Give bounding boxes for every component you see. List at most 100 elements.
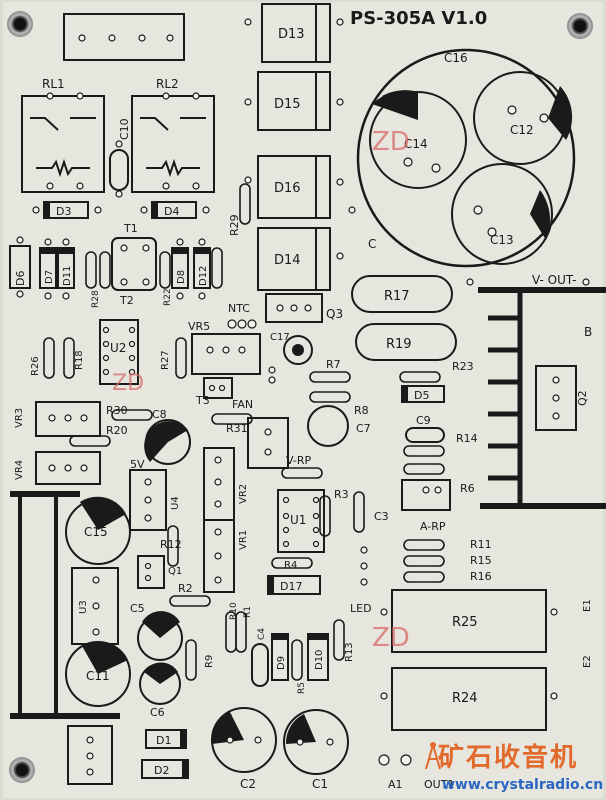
label-t1: T1 xyxy=(123,222,138,235)
label-a-rp: A-RP xyxy=(420,520,446,533)
mounting-hole-tl xyxy=(7,11,33,37)
component-labels: PS-305A V1.0 D13 D15 D16 D14 C16 C14 C12… xyxy=(14,8,593,791)
label-r12: R12 xyxy=(160,538,182,551)
label-r1: R1 xyxy=(243,606,253,618)
label-vr2: VR2 xyxy=(238,484,249,504)
label-d13: D13 xyxy=(278,27,305,42)
label-r25: R25 xyxy=(452,615,478,630)
mounting-hole-bl xyxy=(9,757,35,783)
label-c6: C6 xyxy=(150,706,165,719)
label-c12: C12 xyxy=(510,123,534,137)
label-r7: R7 xyxy=(326,358,341,371)
red-mark-1: ZD xyxy=(372,127,410,157)
radio-tower-icon xyxy=(425,742,441,770)
label-rl2: RL2 xyxy=(156,77,179,91)
label-c2: C2 xyxy=(240,777,256,791)
label-v-out: V- OUT- xyxy=(532,273,576,287)
label-c11: C11 xyxy=(86,669,110,683)
watermark: 矿石收音机 www.crystalradio.cn xyxy=(424,735,606,800)
label-q2: Q2 xyxy=(576,390,589,406)
label-c15: C15 xyxy=(84,525,108,539)
label-e1: E1 xyxy=(582,599,593,612)
label-d14: D14 xyxy=(274,253,301,268)
label-d12: D12 xyxy=(198,266,209,286)
label-c5: C5 xyxy=(130,602,145,615)
label-r30: R30 xyxy=(106,404,128,417)
label-r16: R16 xyxy=(470,570,492,583)
label-c8: C8 xyxy=(152,408,167,421)
label-d2: D2 xyxy=(154,764,169,777)
label-rl1: RL1 xyxy=(42,77,65,91)
label-vr3: VR3 xyxy=(14,408,25,428)
label-r11: R11 xyxy=(470,538,492,551)
label-r29: R29 xyxy=(228,214,241,236)
label-u2: U2 xyxy=(110,341,126,355)
label-c9: C9 xyxy=(416,414,431,427)
label-fan: FAN xyxy=(232,398,253,411)
label-r27: R27 xyxy=(160,350,171,370)
label-d1: D1 xyxy=(156,734,171,747)
label-d9: D9 xyxy=(276,656,287,670)
label-r20: R20 xyxy=(106,424,128,437)
label-r19: R19 xyxy=(386,337,412,352)
label-out1: OUT1 xyxy=(424,778,454,791)
label-r14: R14 xyxy=(456,432,478,445)
label-r5: R5 xyxy=(297,682,307,694)
label-r9: R9 xyxy=(204,655,215,668)
label-r2: R2 xyxy=(178,582,193,595)
label-d6: D6 xyxy=(14,271,27,286)
label-r17: R17 xyxy=(384,289,410,304)
label-u4: U4 xyxy=(170,496,181,510)
label-c7: C7 xyxy=(356,422,371,435)
label-r13: R13 xyxy=(344,642,355,662)
small-resistors xyxy=(43,183,445,681)
label-r18: R18 xyxy=(74,350,85,370)
silk-fills xyxy=(40,86,573,778)
watermark-cn: 矿石收音机 xyxy=(438,743,579,773)
label-d4: D4 xyxy=(164,205,179,218)
silkscreen xyxy=(9,3,606,785)
label-c13: C13 xyxy=(490,233,514,247)
label-5v: 5V xyxy=(130,458,145,471)
label-r24: R24 xyxy=(452,691,478,706)
label-q1: Q1 xyxy=(168,566,182,577)
label-d16: D16 xyxy=(274,181,301,196)
board-title: PS-305A V1.0 xyxy=(350,8,487,29)
label-vr4: VR4 xyxy=(14,460,25,480)
label-r31: R31 xyxy=(226,422,248,435)
label-u1: U1 xyxy=(290,513,306,527)
label-ntc: NTC xyxy=(228,302,250,315)
label-c1: C1 xyxy=(312,777,328,791)
red-marks: ZD ZD ZD xyxy=(112,127,410,653)
label-v-rp: V-RP xyxy=(286,454,311,467)
label-r4: R4 xyxy=(284,560,297,571)
label-d8: D8 xyxy=(176,270,187,284)
watermark-url: www.crystalradio.cn xyxy=(442,777,604,793)
label-c17: C17 xyxy=(270,332,290,343)
label-d7: D7 xyxy=(44,270,55,284)
label-a1: A1 xyxy=(388,778,403,791)
label-r10: R10 xyxy=(229,602,239,620)
pads xyxy=(16,18,590,776)
label-r26: R26 xyxy=(30,356,41,376)
label-e2: E2 xyxy=(582,655,593,668)
label-u3: U3 xyxy=(78,600,89,614)
label-t3: T3 xyxy=(195,394,210,407)
label-d10: D10 xyxy=(314,650,325,670)
label-d3: D3 xyxy=(56,205,71,218)
label-vr5: VR5 xyxy=(188,320,210,333)
label-c: C xyxy=(368,237,376,251)
label-b: B xyxy=(584,325,592,339)
label-c4: C4 xyxy=(257,628,267,640)
label-r6: R6 xyxy=(460,482,475,495)
label-t2: T2 xyxy=(119,294,134,307)
label-led: LED xyxy=(350,602,372,615)
label-d17: D17 xyxy=(280,580,302,593)
mounting-hole-tr xyxy=(567,13,593,39)
label-r23: R23 xyxy=(452,360,474,373)
label-r8: R8 xyxy=(354,404,369,417)
label-r22: R22 xyxy=(163,288,173,306)
red-mark-2: ZD xyxy=(112,371,144,396)
label-c10: C10 xyxy=(118,118,131,140)
